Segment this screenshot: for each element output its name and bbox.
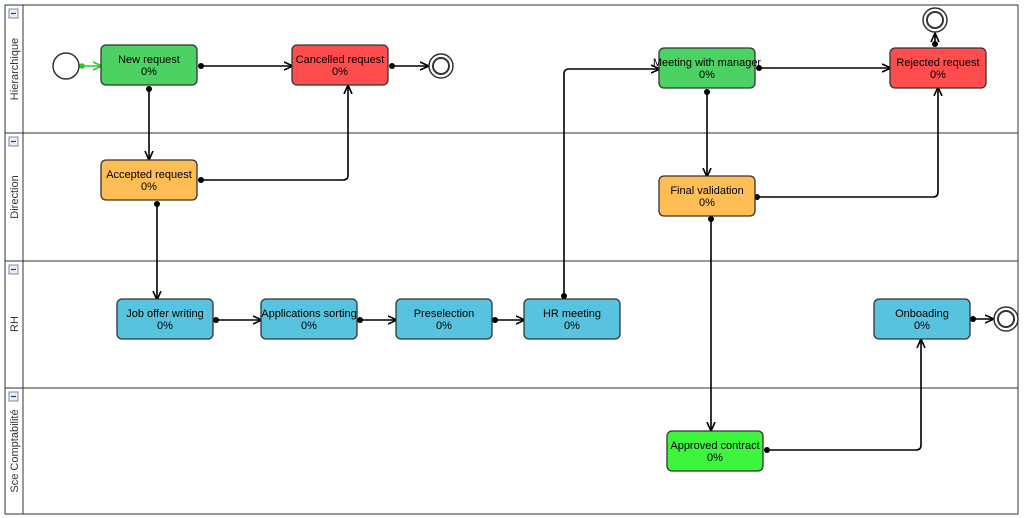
task-label: Applications sorting: [261, 308, 356, 320]
task-progress: 0%: [699, 69, 715, 81]
task-box: [658, 175, 756, 217]
task-box: [260, 298, 358, 340]
flow-onboarding-to-end[interactable]: [970, 316, 993, 322]
task-applications-sorting[interactable]: Applications sorting 0%: [260, 298, 358, 340]
flow-preselection-to-hr-meeting[interactable]: [492, 317, 524, 323]
task-progress: 0%: [930, 69, 946, 81]
task-box: [889, 47, 987, 89]
lane-label: RH: [9, 316, 21, 332]
lane-compta: Sce Comptabilité: [4, 387, 1019, 515]
lane-collapse-toggle[interactable]: [8, 264, 19, 275]
lane-label: Direction: [9, 175, 21, 218]
task-final-validation[interactable]: Final validation 0%: [658, 175, 756, 217]
lane-collapse-toggle[interactable]: [8, 8, 19, 19]
task-label: Final validation: [670, 185, 743, 197]
end-event-rejected[interactable]: [922, 7, 948, 33]
task-label: Rejected request: [896, 57, 979, 69]
task-progress: 0%: [141, 66, 157, 78]
task-box: [873, 298, 971, 340]
task-label: New request: [118, 54, 180, 66]
task-label: Accepted request: [106, 169, 192, 181]
lane-label: Hierarchique: [9, 38, 21, 100]
task-box: [100, 159, 198, 201]
end-event-cancelled[interactable]: [428, 53, 454, 79]
flow-new-to-cancelled[interactable]: [198, 63, 292, 69]
task-cancelled-request[interactable]: Cancelled request 0%: [291, 44, 389, 86]
flow-start-to-new-request[interactable]: [79, 63, 101, 69]
flow-final-validation-to-approved[interactable]: [708, 216, 714, 430]
task-box: [100, 44, 198, 86]
flow-manager-to-final-validation[interactable]: [704, 89, 710, 176]
task-hr-meeting[interactable]: HR meeting 0%: [523, 298, 621, 340]
task-label: Job offer writing: [126, 308, 203, 320]
lane-collapse-toggle[interactable]: [8, 391, 19, 402]
task-progress: 0%: [141, 181, 157, 193]
task-progress: 0%: [332, 66, 348, 78]
task-box: [666, 430, 764, 472]
lane-label: Sce Comptabilité: [9, 409, 21, 492]
task-progress: 0%: [699, 197, 715, 209]
task-onboarding[interactable]: Onboading 0%: [873, 298, 971, 340]
task-box: [116, 298, 214, 340]
flow-approved-to-onboarding[interactable]: [764, 340, 921, 453]
flow-cancelled-to-end[interactable]: [389, 63, 428, 69]
flow-job-offer-to-sorting[interactable]: [213, 317, 261, 323]
flows: [79, 34, 993, 453]
task-progress: 0%: [301, 320, 317, 332]
task-preselection[interactable]: Preselection 0%: [395, 298, 493, 340]
flow-sorting-to-preselection[interactable]: [357, 317, 396, 323]
lane-collapse-toggle[interactable]: [8, 136, 19, 147]
task-accepted-request[interactable]: Accepted request 0%: [100, 159, 198, 201]
task-progress: 0%: [157, 320, 173, 332]
flow-accepted-to-cancelled[interactable]: [198, 86, 348, 183]
task-label: Onboading: [895, 308, 949, 320]
task-label: Meeting with manager: [653, 57, 762, 69]
flow-manager-to-rejected[interactable]: [756, 65, 890, 71]
task-label: Cancelled request: [296, 54, 385, 66]
task-box: [523, 298, 621, 340]
task-progress: 0%: [707, 452, 723, 464]
flow-new-to-accepted[interactable]: [146, 86, 152, 159]
task-progress: 0%: [914, 320, 930, 332]
pool: [4, 4, 1019, 515]
task-approved-contract[interactable]: Approved contract 0%: [666, 430, 764, 472]
task-job-offer-writing[interactable]: Job offer writing 0%: [116, 298, 214, 340]
task-label: Approved contract: [670, 440, 759, 452]
task-label: HR meeting: [543, 308, 601, 320]
task-box: [658, 47, 756, 89]
task-progress: 0%: [564, 320, 580, 332]
task-progress: 0%: [436, 320, 452, 332]
task-label: Preselection: [414, 308, 475, 320]
start-event[interactable]: [52, 52, 80, 80]
end-event-onboarding[interactable]: [993, 306, 1019, 332]
task-rejected-request[interactable]: Rejected request 0%: [889, 47, 987, 89]
task-meeting-with-manager[interactable]: Meeting with manager 0%: [653, 47, 762, 89]
flow-hr-meeting-to-manager[interactable]: [561, 69, 659, 299]
task-new-request[interactable]: New request 0%: [100, 44, 198, 86]
task-box: [395, 298, 493, 340]
flow-rejected-to-end[interactable]: [932, 34, 938, 47]
flow-accepted-to-job-offer[interactable]: [154, 201, 160, 299]
task-box: [291, 44, 389, 86]
